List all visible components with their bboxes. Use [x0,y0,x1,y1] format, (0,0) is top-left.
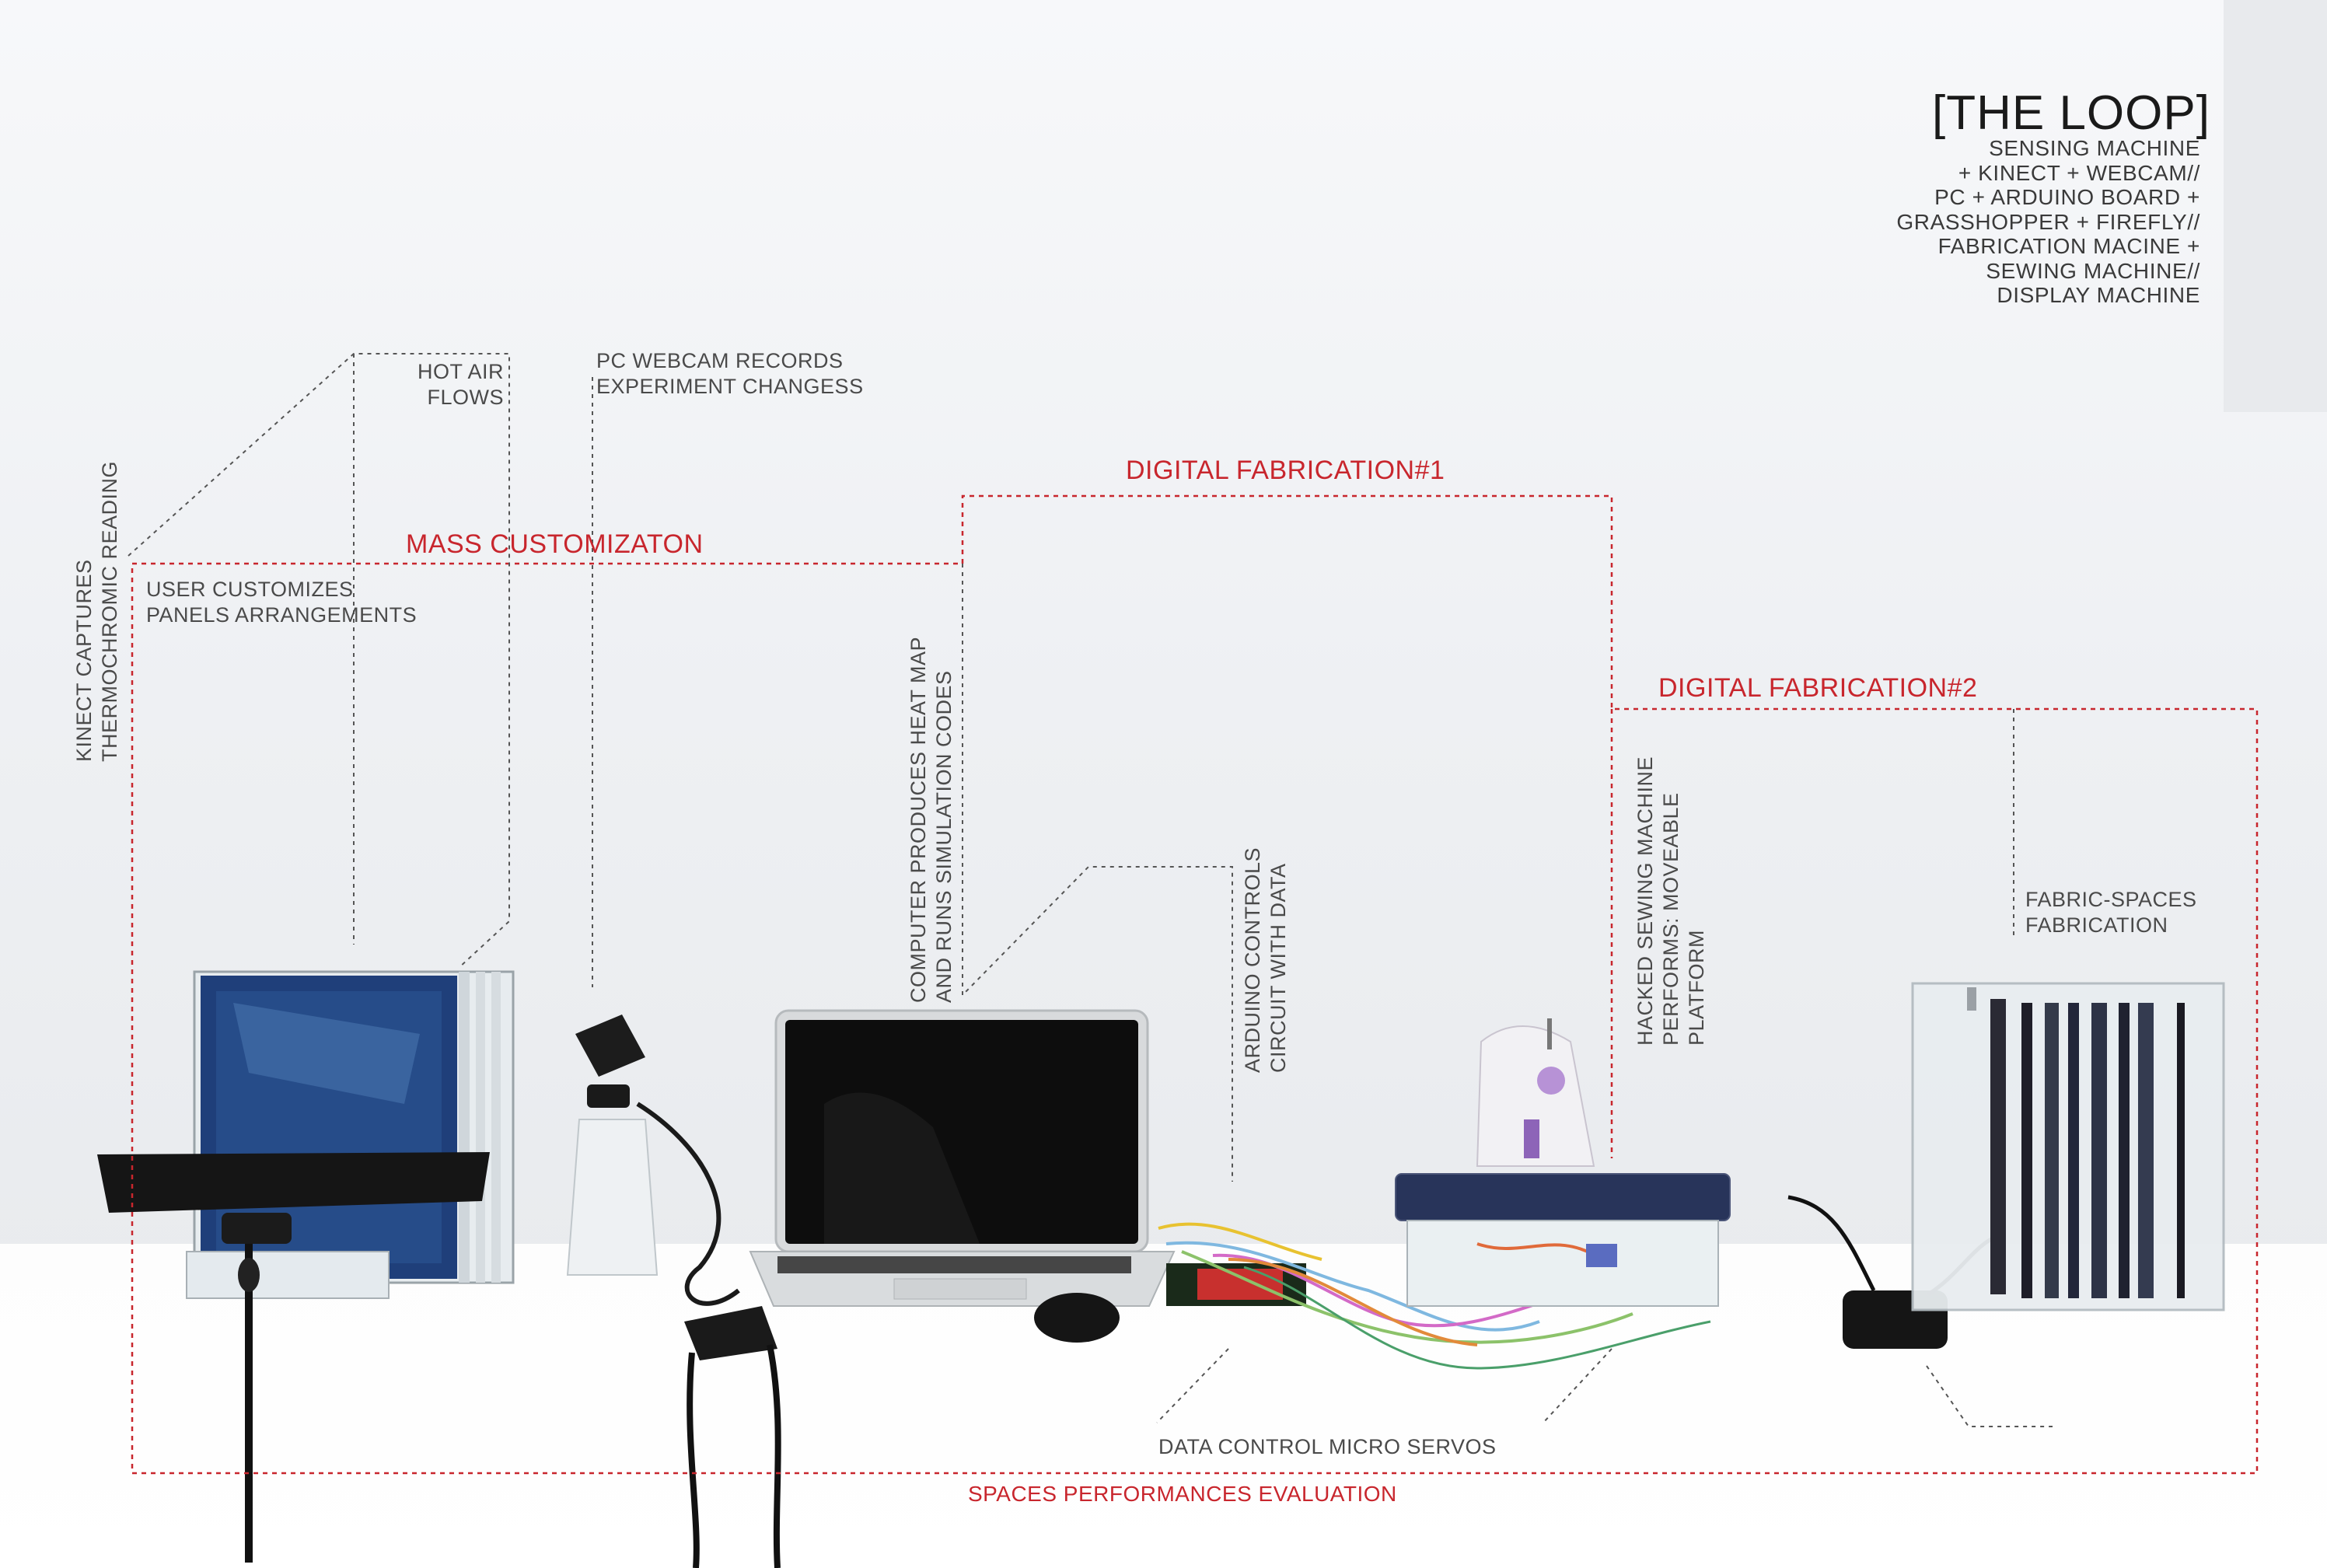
loop-line: GRASSHOPPER + FIREFLY// [1896,209,2200,234]
loop-component-list: SENSING MACHINE + KINECT + WEBCAM// PC +… [1757,136,2200,308]
loop-line: SENSING MACHINE [1989,136,2200,160]
loop-line: PC + ARDUINO BOARD + [1934,185,2200,209]
label-kinect-captures: KINECT CAPTURES THERMOCHROMIC READING [72,461,121,762]
kinect-sensor [97,1152,490,1563]
label-data-control-servos: DATA CONTROL MICRO SERVOS [1158,1435,1497,1458]
laptop [749,1009,1176,1307]
label-user-customizes: USER CUSTOMIZES PANELS ARRANGEMENTS [146,578,418,627]
display-box-right [1911,982,2225,1311]
label-fabric-spaces: FABRIC-SPACES FABRICATION [2025,888,2197,937]
loop-line: DISPLAY MACHINE [1997,283,2200,307]
stage-outlines [131,494,2259,1475]
label-computer-produces: COMPUTER PRODUCES HEAT MAP AND RUNS SIMU… [907,636,956,1003]
computer-leader [962,564,1233,1182]
stage-digital-fabrication-1: DIGITAL FABRICATION#1 [1126,456,1445,485]
loop-title: [THE LOOP] [1932,86,2210,140]
hot-air-leader [128,353,510,969]
webcam [566,1014,740,1306]
mouse [1034,1293,1120,1343]
servo-leader-right [1543,1348,1612,1423]
label-hot-air-flows: HOT AIR FLOWS [417,360,504,409]
stage-digital-fabrication-2: DIGITAL FABRICATION#2 [1658,673,1978,703]
annotation-leaders [128,353,2053,1427]
fabric-base-leader [1926,1365,2053,1427]
sewing-machine [1395,1018,1731,1307]
label-hacked-sewing-machine: HACKED SEWING MACHINE PERFORMS: MOVEABLE… [1633,756,1708,1046]
spaces-performance-outline [131,494,2259,1475]
wall-background-right-panel [2224,0,2327,412]
loop-line: + KINECT + WEBCAM// [1958,160,2200,185]
loop-line: FABRICATION MACINE + [1937,234,2200,258]
stage-spaces-performances-evaluation: SPACES PERFORMANCES EVALUATION [968,1482,1397,1506]
stage-mass-customization: MASS CUSTOMIZATON [406,529,704,559]
label-arduino-controls: ARDUINO CONTROLS CIRCUIT WITH DATA [1241,847,1290,1073]
loop-line: SEWING MACHINE// [1986,258,2200,283]
servo-leader-left [1156,1348,1229,1423]
label-webcam-records: PC WEBCAM RECORDS EXPERIMENT CHANGESS [596,349,864,398]
